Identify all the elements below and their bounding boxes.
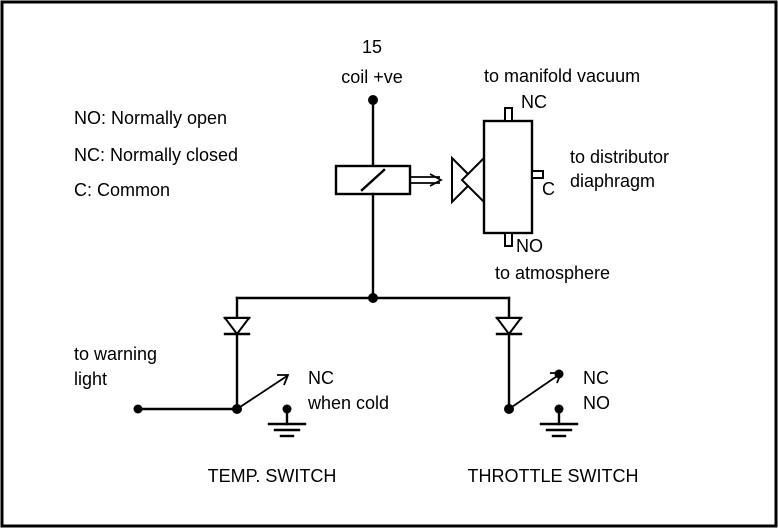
terminal-15-label: 15 (362, 37, 382, 57)
atmosphere-label: to atmosphere (495, 263, 610, 283)
throttle-switch-nc-contact (554, 369, 564, 379)
temp-switch-title: TEMP. SWITCH (208, 466, 337, 486)
warning-light-label-line1: to warning (74, 344, 157, 364)
c-port (531, 170, 544, 179)
no-port (504, 232, 513, 247)
legend-common: C: Common (74, 180, 170, 200)
distributor-label-line1: to distributor (570, 147, 669, 167)
temp-switch-ground-symbol (267, 407, 307, 438)
legend-normally-open: NO: Normally open (74, 108, 227, 128)
throttle-switch-contact-arm (508, 372, 563, 410)
valve-nc-label: NC (521, 92, 547, 112)
valve-body (482, 119, 534, 235)
nc-port (504, 107, 513, 122)
distributor-label-line2: diaphragm (570, 171, 655, 191)
temp-switch-nc-label: NC (308, 368, 334, 388)
valve-no-label: NO (516, 236, 543, 256)
left-diode (223, 316, 251, 336)
vacuum-valve-symbol (451, 155, 485, 205)
legend-normally-closed: NC: Normally closed (74, 145, 238, 165)
right-diode (495, 316, 523, 336)
coil-positive-label: coil +ve (341, 67, 403, 87)
bus-junction-dot (368, 293, 378, 303)
manifold-vacuum-label: to manifold vacuum (484, 66, 640, 86)
temp-switch-when-cold-label: when cold (307, 393, 389, 413)
throttle-switch-no-label: NO (583, 393, 610, 413)
throttle-switch-title: THROTTLE SWITCH (468, 466, 639, 486)
throttle-switch-ground-symbol (539, 407, 579, 438)
temp-switch-contact-arm (236, 374, 290, 410)
solenoid-coil (334, 164, 412, 196)
solenoid-linkage (410, 173, 443, 187)
valve-c-label: C (542, 179, 555, 199)
warning-light-label-line2: light (74, 369, 107, 389)
throttle-switch-nc-label: NC (583, 368, 609, 388)
